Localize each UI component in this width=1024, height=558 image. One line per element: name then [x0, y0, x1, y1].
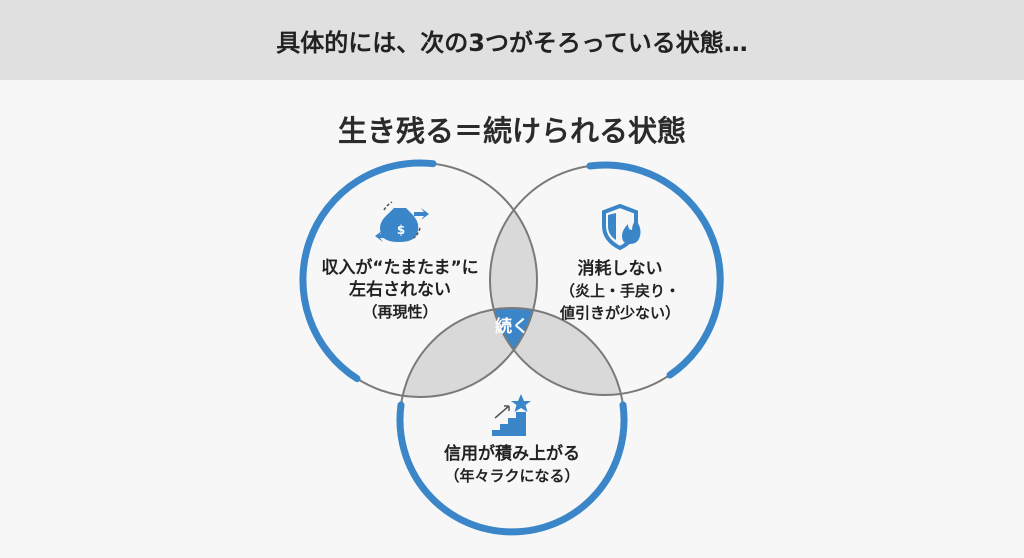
label-line: 信用が積み上がる [444, 444, 580, 464]
circle-bottom-accent-arc [396, 401, 628, 536]
label-sub: 値引きが少ない） [559, 304, 680, 322]
label-sub: （炎上・手戻り・ [559, 282, 680, 300]
stairs-star-icon [492, 394, 531, 436]
circle-label-trust: 信用が積み上がる （年々ラクになる） [422, 443, 602, 487]
label-sub: （年々ラクになる） [444, 467, 580, 485]
label-line: 消耗しない [577, 259, 663, 279]
svg-text:$: $ [397, 223, 405, 237]
label-sub: （再現性） [362, 303, 438, 321]
money-bag-icon: $ [375, 201, 429, 242]
header-bar: 具体的には、次の3つがそろっている状態… [0, 0, 1024, 80]
circle-left-accent-arc [299, 159, 437, 383]
overlap-left-bottom [400, 308, 537, 397]
circle-label-reproducibility: 収入が“たまたま”に 左右されない （再現性） [300, 257, 500, 323]
center-label: 続く [495, 317, 529, 337]
overlap-right-bottom [490, 308, 624, 395]
label-line: 収入が“たまたま”に [321, 258, 479, 278]
page-title: 生き残る＝続けられる状態 [337, 114, 686, 148]
circle-right-accent-arc [586, 161, 724, 379]
header-title: 具体的には、次の3つがそろっている状態… [276, 28, 748, 57]
shield-fire-icon [602, 203, 641, 251]
label-line: 左右されない [349, 280, 451, 300]
circle-label-no-burnout: 消耗しない （炎上・手戻り・ 値引きが少ない） [530, 258, 710, 324]
